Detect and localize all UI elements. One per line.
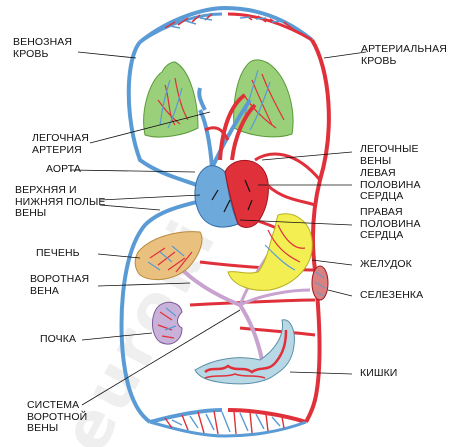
label-arterial-blood: АРТЕРИАЛЬНАЯ КРОВЬ — [361, 43, 447, 67]
label-pulmonary-artery: ЛЕГОЧНАЯ АРТЕРИЯ — [32, 132, 89, 156]
intestines — [194, 319, 295, 385]
label-left-heart: ЛЕВАЯ ПОЛОВИНА СЕРДЦА — [360, 167, 421, 202]
label-vena-cava: ВЕРХНЯЯ И НИЖНЯЯ ПОЛЫЕ ВЕНЫ — [15, 184, 106, 219]
label-venous-blood: ВЕНОЗНАЯ КРОВЬ — [13, 36, 73, 60]
label-aorta: АОРТА — [46, 163, 82, 175]
label-right-heart: ПРАВАЯ ПОЛОВИНА СЕРДЦА — [360, 206, 421, 241]
vena-cava-vessel — [126, 40, 206, 190]
aorta-vessel — [304, 38, 331, 423]
stomach — [227, 213, 313, 291]
leader-lines — [69, 51, 367, 406]
liver — [134, 231, 203, 281]
left-lung — [143, 61, 199, 138]
spleen — [311, 265, 329, 301]
kidney — [152, 301, 183, 345]
label-pulmonary-veins: ЛЕГОЧНЫЕ ВЕНЫ — [360, 143, 419, 167]
lower-capillary-bed — [149, 408, 307, 438]
upper-capillary-bed — [138, 5, 314, 44]
label-liver: ПЕЧЕНЬ — [36, 247, 80, 259]
label-kidney: ПОЧКА — [40, 333, 77, 345]
heart — [194, 159, 269, 228]
label-intestines: КИШКИ — [360, 367, 398, 379]
label-portal-system: СИСТЕМА ВОРОТНОЙ ВЕНЫ — [27, 399, 88, 434]
label-spleen: СЕЛЕЗЕНКА — [360, 289, 424, 301]
label-portal-vein: ВОРОТНАЯ ВЕНА — [30, 273, 90, 297]
label-stomach: ЖЕЛУДОК — [360, 258, 412, 270]
